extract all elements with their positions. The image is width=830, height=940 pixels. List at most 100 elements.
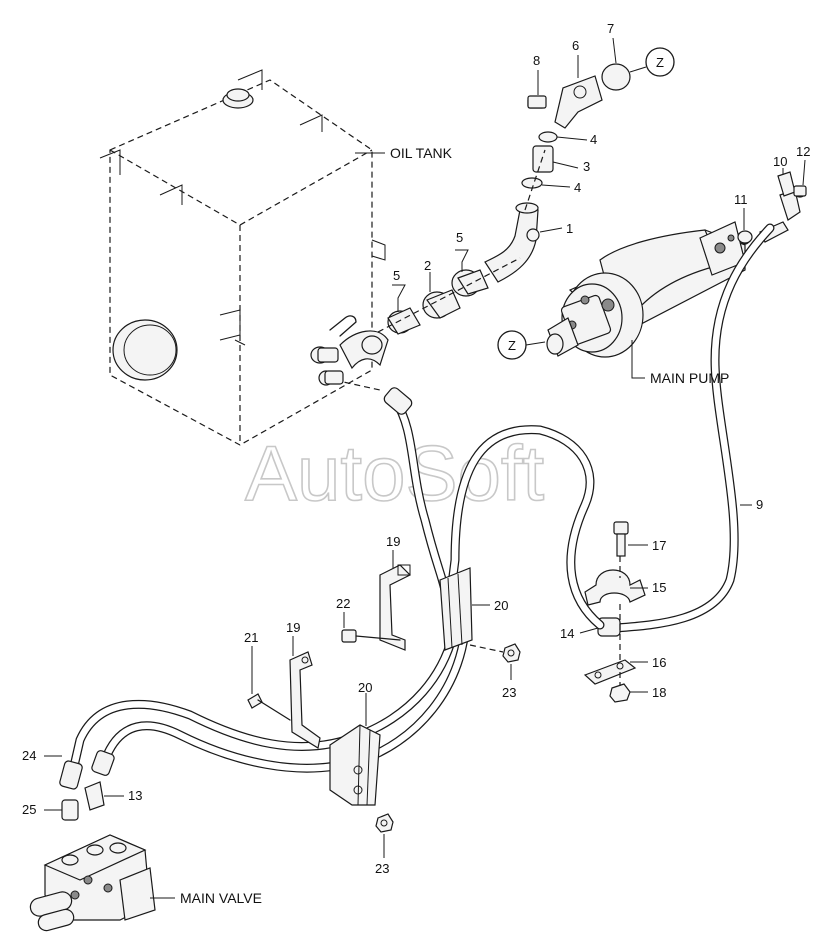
- callout-23b: 23: [375, 834, 389, 876]
- bolt-8: [527, 95, 547, 109]
- nut-23-upper: [469, 643, 521, 663]
- clamp-15: [584, 569, 646, 606]
- callout-12: 12: [796, 144, 810, 186]
- fitting-10: [777, 171, 796, 197]
- svg-text:21: 21: [244, 630, 258, 645]
- bolt-22: [341, 629, 401, 643]
- svg-text:11: 11: [734, 192, 748, 207]
- callout-3: 3: [552, 159, 590, 174]
- svg-text:22: 22: [336, 596, 350, 611]
- view-marker-z-pump: Z: [497, 330, 546, 360]
- callout-20b: 20: [358, 680, 372, 726]
- svg-text:14: 14: [560, 626, 574, 641]
- svg-text:Z: Z: [508, 338, 516, 353]
- hose-9: [597, 223, 775, 637]
- svg-text:25: 25: [22, 802, 36, 817]
- svg-text:7: 7: [607, 21, 614, 36]
- svg-text:1: 1: [566, 221, 573, 236]
- label-oil-tank: OIL TANK: [355, 145, 453, 161]
- hose-tank: [383, 387, 450, 595]
- callout-15: 15: [630, 580, 666, 595]
- bracket-19-lower: [289, 651, 321, 749]
- tank-return-fittings: [310, 346, 344, 386]
- fitting-13: [84, 781, 105, 811]
- nut-18: [609, 683, 631, 703]
- callout-21: 21: [244, 630, 258, 694]
- nut-23-lower: [375, 813, 394, 833]
- svg-text:16: 16: [652, 655, 666, 670]
- callout-13: 13: [104, 788, 142, 803]
- svg-text:9: 9: [756, 497, 763, 512]
- callout-5b: 5: [455, 230, 469, 272]
- svg-text:23: 23: [502, 685, 516, 700]
- svg-text:5: 5: [456, 230, 463, 245]
- callout-9: 9: [740, 497, 763, 512]
- callout-20a: 20: [472, 598, 508, 613]
- svg-text:18: 18: [652, 685, 666, 700]
- svg-text:13: 13: [128, 788, 142, 803]
- callout-16: 16: [630, 655, 666, 670]
- callout-2: 2: [424, 258, 431, 292]
- svg-text:15: 15: [652, 580, 666, 595]
- svg-text:MAIN PUMP: MAIN PUMP: [650, 370, 729, 386]
- svg-text:MAIN VALVE: MAIN VALVE: [180, 890, 262, 906]
- label-main-pump: MAIN PUMP: [631, 340, 729, 386]
- watermark: AutoSoft: [245, 429, 545, 517]
- bracket-19-upper: [379, 564, 412, 651]
- svg-text:3: 3: [583, 159, 590, 174]
- callout-10: 10: [773, 154, 787, 175]
- tank-cover-icon: [112, 319, 178, 381]
- clamp-block-20-upper: [439, 567, 473, 651]
- bolt-17: [613, 521, 629, 557]
- svg-text:19: 19: [286, 620, 300, 635]
- suction-line: [324, 63, 631, 391]
- view-marker-z-top: Z: [629, 47, 675, 77]
- svg-text:2: 2: [424, 258, 431, 273]
- svg-text:17: 17: [652, 538, 666, 553]
- svg-text:24: 24: [22, 748, 36, 763]
- callout-8: 8: [533, 53, 540, 95]
- oil-tank: [99, 69, 386, 446]
- hose-loop: [445, 425, 605, 630]
- callout-19b: 19: [286, 620, 300, 656]
- svg-text:5: 5: [393, 268, 400, 283]
- main-valve: [29, 834, 156, 932]
- svg-text:6: 6: [572, 38, 579, 53]
- fitting-11: [737, 230, 753, 244]
- callout-4b: 4: [541, 180, 581, 195]
- svg-text:20: 20: [358, 680, 372, 695]
- callout-22: 22: [336, 596, 350, 628]
- svg-text:10: 10: [773, 154, 787, 169]
- svg-text:OIL TANK: OIL TANK: [390, 145, 453, 161]
- label-main-valve: MAIN VALVE: [150, 890, 262, 906]
- svg-text:20: 20: [494, 598, 508, 613]
- fitting-25: [61, 799, 79, 821]
- svg-text:4: 4: [590, 132, 597, 147]
- svg-text:23: 23: [375, 861, 389, 876]
- callout-4a: 4: [556, 132, 597, 147]
- svg-text:4: 4: [574, 180, 581, 195]
- callout-19a: 19: [386, 534, 400, 568]
- callout-6: 6: [572, 38, 579, 78]
- callout-17: 17: [628, 538, 666, 553]
- callout-25: 25: [22, 802, 62, 817]
- callout-1: 1: [539, 221, 573, 236]
- plug-12: [793, 185, 807, 197]
- svg-text:12: 12: [796, 144, 810, 159]
- hoses-to-valve: [59, 595, 471, 790]
- svg-text:8: 8: [533, 53, 540, 68]
- bolt-21: [247, 693, 291, 721]
- callout-5a: 5: [392, 268, 406, 312]
- filler-cap-icon: [222, 88, 254, 109]
- callout-24: 24: [22, 748, 62, 763]
- clamp-block-20-lower: [329, 724, 381, 806]
- callout-14: 14: [560, 626, 599, 641]
- callout-7: 7: [607, 21, 617, 64]
- main-pump: [546, 186, 806, 358]
- plate-16: [583, 659, 637, 685]
- callout-11: 11: [734, 192, 748, 230]
- callout-18: 18: [630, 685, 666, 700]
- orifice-disc-icon: [601, 63, 631, 91]
- svg-text:Z: Z: [656, 55, 664, 70]
